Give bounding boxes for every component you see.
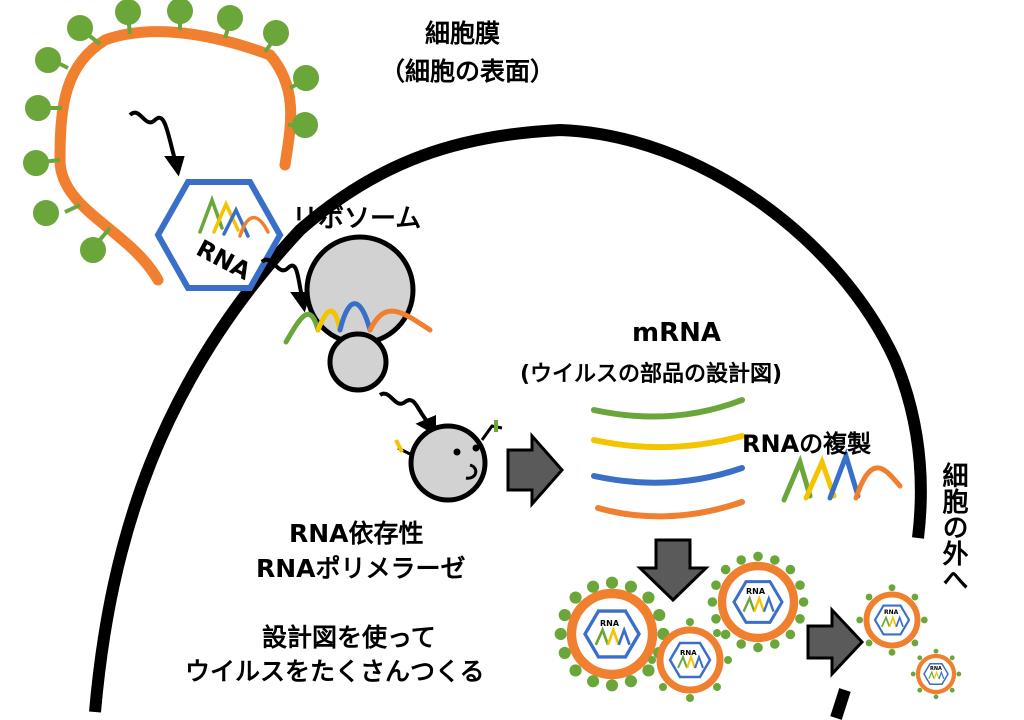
mrna-subtitle: (ウイルスの部品の設計図): [520, 362, 783, 387]
assembly-label-line1: 設計図を使って: [262, 623, 436, 652]
squiggle-arrow-icon: [378, 391, 436, 436]
capsid-rna-strands: [198, 194, 270, 238]
mini-rna-label: RNA: [884, 609, 899, 616]
assembly-label-line2: ウイルスをたくさんつくる: [185, 657, 485, 686]
new-virus-particle: [910, 648, 962, 700]
new-virus-particle: [648, 618, 732, 702]
rna-replication-label: RNAの複製: [742, 430, 872, 458]
block-arrow-icon: [806, 606, 865, 678]
virus-spikes: [23, 0, 319, 263]
new-virus-particle: [554, 576, 670, 692]
new-virus-particle: [707, 551, 809, 653]
virus-envelope: [54, 26, 297, 286]
cell-membrane-bottom-fragment: [830, 688, 851, 720]
ribosome-rna-strand: [283, 301, 433, 345]
squiggle-arrow-icon: [128, 110, 185, 177]
mini-rna-label: RNA: [930, 666, 942, 672]
membrane-subtitle: （細胞の表面）: [380, 57, 556, 86]
mini-rna-label: RNA: [600, 619, 620, 628]
capsid-hexagon: [154, 179, 284, 291]
mrna-title: mRNA: [632, 318, 721, 348]
replicated-rna-strand: [781, 448, 903, 503]
mini-rna-label: RNA: [746, 587, 766, 596]
polymerase-enzyme-icon: [394, 420, 503, 503]
block-arrow-icon: [636, 538, 710, 603]
release-label: 細胞の外へ: [938, 462, 968, 592]
mrna-strands: [591, 397, 745, 520]
polymerase-label-line2: RNAポリメラーゼ: [256, 554, 466, 583]
cell-membrane-outline: [89, 123, 927, 713]
ribosome-label: リボソーム: [292, 204, 422, 234]
new-virus-particle: [856, 584, 928, 656]
polymerase-label-line1: RNA依存性: [289, 519, 424, 548]
squiggle-arrow-icon: [260, 257, 311, 313]
block-arrow-icon: [506, 432, 565, 508]
mini-rna-label: RNA: [680, 649, 697, 657]
membrane-title: 細胞膜: [425, 19, 501, 48]
